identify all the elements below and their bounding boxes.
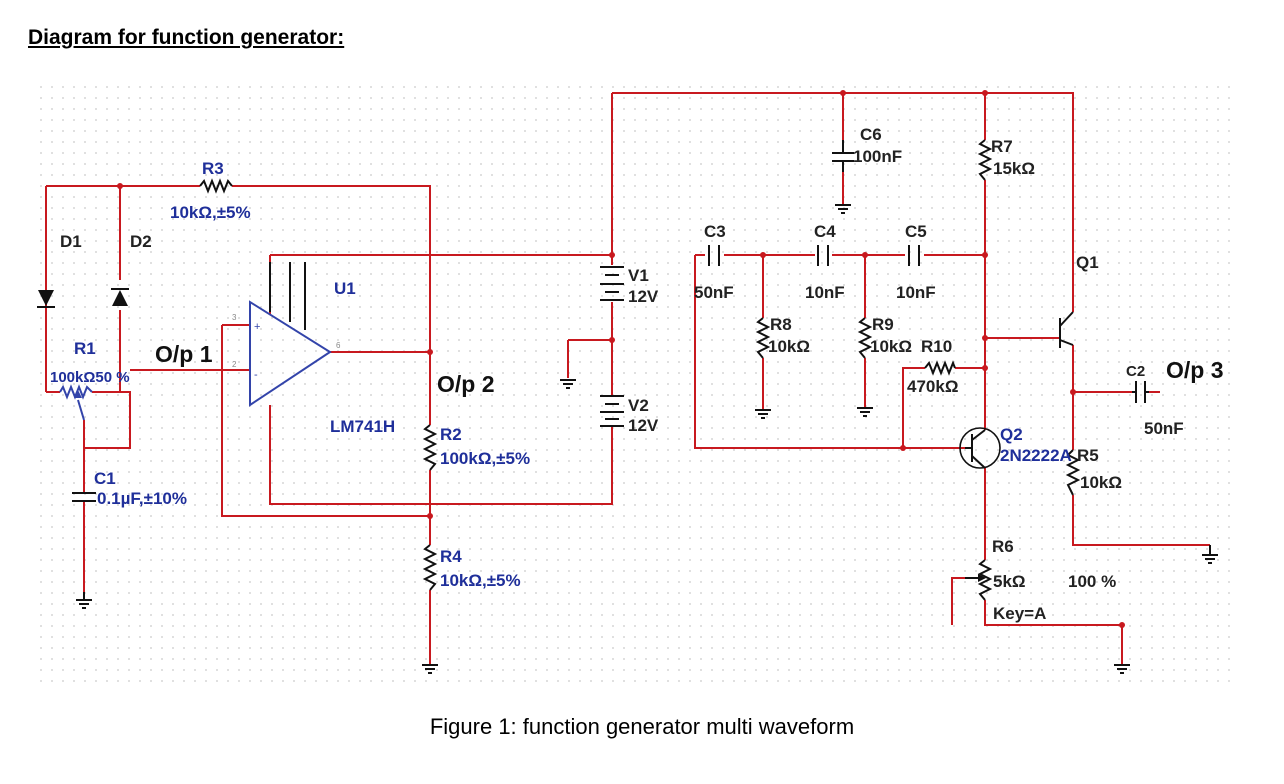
q2-name-label: Q2: [1000, 425, 1023, 444]
r10-value-label: 470kΩ: [907, 377, 958, 396]
d2-diode-symbol: [111, 288, 129, 306]
c4-name-label: C4: [814, 222, 836, 241]
c6-capacitor-symbol: [832, 140, 854, 172]
r10-resistor-symbol: [924, 360, 956, 376]
r4-resistor-symbol: [422, 544, 438, 591]
r8-name-label: R8: [770, 315, 792, 334]
ground-symbols: [76, 204, 1218, 674]
c4-capacitor-symbol: [817, 245, 829, 266]
r2-name-label: R2: [440, 425, 462, 444]
r1-name-label: R1: [74, 339, 96, 358]
d2-label: D2: [130, 232, 152, 251]
r6-name-label: R6: [992, 537, 1014, 556]
u1-name-label: U1: [334, 279, 356, 298]
q2-transistor-symbol: [959, 427, 1001, 469]
ground-r6: [1114, 664, 1130, 674]
c3-value-label: 50nF: [694, 283, 734, 302]
r1-value-label: 100kΩ50 %: [50, 369, 130, 386]
v1-name-label: V1: [628, 266, 649, 285]
u1-opamp-symbol: [249, 262, 332, 407]
r9-resistor-symbol: [857, 317, 873, 359]
c1-capacitor-symbol: [72, 492, 96, 502]
r3-value-label: 10kΩ,±5%: [170, 203, 251, 222]
r7-name-label: R7: [991, 137, 1013, 156]
r3-name-label: R3: [202, 159, 224, 178]
v2-value-label: 12V: [628, 416, 659, 435]
r6-value-label: 5kΩ: [993, 572, 1026, 591]
ground-r5: [1202, 545, 1218, 564]
opamp-pin-6: 6: [336, 341, 341, 350]
r7-value-label: 15kΩ: [993, 159, 1035, 178]
c5-capacitor-symbol: [908, 245, 920, 266]
ground-v: [560, 379, 576, 389]
opamp-plus-pin: +: [254, 321, 260, 333]
opamp-minus-pin: -: [254, 369, 258, 381]
r5-resistor-symbol: [1065, 449, 1081, 496]
c4-value-label: 10nF: [805, 283, 845, 302]
c6-value-label: 100nF: [853, 147, 902, 166]
output-3-label: O/p 3: [1166, 357, 1224, 383]
ground-c6: [835, 204, 851, 214]
ground-r4: [422, 664, 438, 674]
q1-name-label: Q1: [1076, 253, 1099, 272]
r4-value-label: 10kΩ,±5%: [440, 571, 521, 590]
v1-value-label: 12V: [628, 287, 659, 306]
r9-value-label: 10kΩ: [870, 337, 912, 356]
v2-name-label: V2: [628, 396, 649, 415]
r8-value-label: 10kΩ: [768, 337, 810, 356]
r7-resistor-symbol: [977, 139, 993, 181]
diagram-heading: Diagram for function generator:: [28, 26, 345, 49]
r2-value-label: 100kΩ,±5%: [440, 449, 530, 468]
r6-key-label: Key=A: [993, 604, 1046, 623]
r4-name-label: R4: [440, 547, 462, 566]
c5-value-label: 10nF: [896, 283, 936, 302]
opamp-pin-2: 2: [232, 360, 237, 369]
q1-transistor-symbol: [1059, 311, 1074, 348]
c2-capacitor-symbol: [1132, 381, 1149, 403]
v2-battery-symbol: [600, 395, 624, 427]
c2-value-label: 50nF: [1144, 419, 1184, 438]
q2-part-label: 2N2222A: [1000, 446, 1072, 465]
d1-label: D1: [60, 232, 82, 251]
r5-value-label: 10kΩ: [1080, 473, 1122, 492]
r5-name-label: R5: [1077, 446, 1099, 465]
ground-r8: [755, 409, 771, 419]
ground-c1: [76, 592, 92, 609]
r6-percent-label: 100 %: [1068, 572, 1116, 591]
r2-resistor-symbol: [422, 424, 438, 471]
r8-resistor-symbol: [755, 317, 771, 359]
c2-name-label: C2: [1126, 363, 1145, 380]
output-2-label: O/p 2: [437, 371, 495, 397]
output-1-label: O/p 1: [155, 341, 213, 367]
ground-r9: [857, 407, 873, 417]
r10-name-label: R10: [921, 337, 952, 356]
r3-resistor-symbol: [199, 178, 233, 194]
v1-battery-symbol: [600, 266, 624, 301]
u1-part-label: LM741H: [330, 417, 395, 436]
c6-name-label: C6: [860, 125, 882, 144]
c1-name-label: C1: [94, 469, 116, 488]
figure-caption: Figure 1: function generator multi wavef…: [429, 714, 855, 739]
c5-name-label: C5: [905, 222, 927, 241]
opamp-pin-3: 3: [232, 313, 237, 322]
r9-name-label: R9: [872, 315, 894, 334]
d1-diode-symbol: [37, 290, 55, 308]
r6-potentiometer-symbol: [965, 559, 993, 601]
c1-value-label: 0.1µF,±10%: [97, 489, 187, 508]
r1-potentiometer-symbol: [59, 384, 93, 421]
junctions: [117, 90, 1125, 628]
c3-capacitor-symbol: [708, 245, 720, 266]
c3-name-label: C3: [704, 222, 726, 241]
